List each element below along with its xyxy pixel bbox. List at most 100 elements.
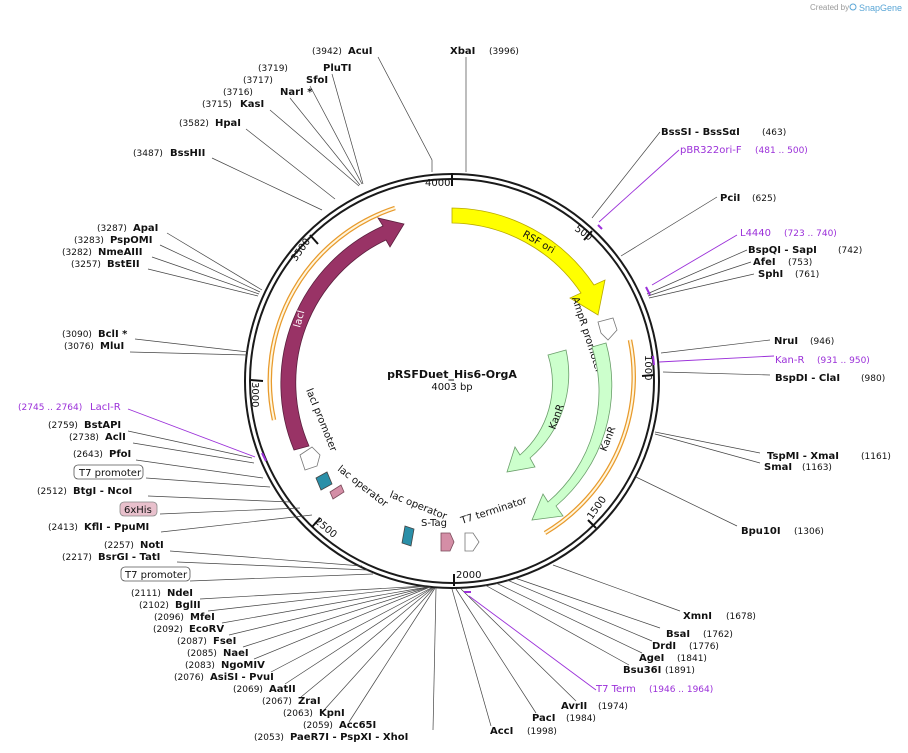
enzyme-name[interactable]: PaeR7I - PspXI - XhoI [290, 732, 408, 743]
enzyme-pos: (2067) [262, 697, 292, 707]
enzyme-name[interactable]: BspDI - ClaI [775, 373, 840, 384]
enzyme-pos: (3257) [71, 260, 101, 270]
enzyme-name[interactable]: NotI [140, 540, 164, 551]
enzyme-name[interactable]: NmeAIII [98, 247, 142, 258]
enzyme-name[interactable]: AcuI [348, 46, 373, 57]
enzyme-name[interactable]: PfoI [109, 449, 131, 460]
rsf-ori-feature[interactable] [451, 207, 606, 316]
t7-promoter-box-2[interactable] [120, 566, 191, 582]
laci-promoter-label: lacI promoter [303, 387, 339, 454]
enzyme-pos: (1163) [802, 463, 832, 473]
snapgene-brand: SnapGene [859, 3, 902, 13]
enzyme-name[interactable]: Bpu10I [741, 526, 781, 537]
t7-promoter-box-1[interactable] [73, 464, 144, 480]
enzyme-name[interactable]: XmnI [683, 611, 712, 622]
primer-pos: (2745 .. 2764) [18, 403, 82, 413]
enzyme-name[interactable]: AclI [105, 432, 126, 443]
enzyme-name[interactable]: NgoMIV [221, 660, 265, 671]
enzyme-name[interactable]: BtgI - NcoI [73, 486, 132, 497]
his6-box[interactable] [119, 501, 158, 517]
enzyme-pos: (1998) [527, 727, 557, 737]
enzyme-name[interactable]: XbaI [450, 46, 475, 57]
primer-name[interactable]: L4440 [740, 228, 771, 239]
primer-name[interactable]: LacI-R [90, 402, 121, 413]
s-tag-feature[interactable] [440, 532, 455, 552]
primer-pos: (723 .. 740) [784, 229, 837, 239]
enzyme-pos: (1776) [689, 642, 719, 652]
enzyme-name[interactable]: AsiSI - PvuI [210, 672, 274, 683]
enzyme-name[interactable]: PluTI [323, 63, 351, 74]
enzyme-name[interactable]: AatII [269, 684, 296, 695]
enzyme-name[interactable]: BglII [175, 600, 201, 611]
kanr-outer-feature[interactable] [531, 342, 613, 521]
primer-name[interactable]: pBR322ori-F [680, 145, 742, 156]
enzyme-name[interactable]: SfoI [306, 75, 328, 86]
enzyme-pos: (2069) [233, 685, 263, 695]
enzyme-pos: (2092) [153, 625, 183, 635]
enzyme-name[interactable]: AfeI [753, 257, 776, 268]
his-tag-feature[interactable] [329, 484, 345, 500]
enzyme-name[interactable]: ZraI [298, 696, 321, 707]
enzyme-name[interactable]: MfeI [190, 612, 215, 623]
enzyme-pos: (742) [838, 246, 862, 256]
kanr-inner-feature[interactable] [506, 349, 570, 473]
laci-feature[interactable] [280, 217, 405, 451]
enzyme-name[interactable]: NdeI [167, 588, 193, 599]
primer-pos: (1946 .. 1964) [649, 685, 713, 695]
enzyme-name[interactable]: TspMI - XmaI [767, 451, 839, 462]
lac-operator-feature-1[interactable] [315, 471, 333, 491]
enzyme-name[interactable]: AgeI [639, 653, 664, 664]
enzyme-name[interactable]: KflI - PpuMI [84, 522, 149, 533]
enzyme-name[interactable]: KpnI [319, 708, 345, 719]
enzyme-name[interactable]: HpaI [215, 118, 241, 129]
enzyme-name[interactable]: ApaI [133, 223, 158, 234]
enzyme-name[interactable]: EcoRV [189, 624, 224, 635]
enzyme-name[interactable]: NruI [774, 336, 798, 347]
enzyme-pos: (1306) [794, 527, 824, 537]
enzyme-name[interactable]: Acc65I [339, 720, 376, 731]
enzyme-name[interactable]: PciI [720, 193, 740, 204]
enzyme-name[interactable]: DrdI [652, 641, 676, 652]
enzyme-name[interactable]: BsaI [666, 629, 690, 640]
enzyme-name[interactable]: SmaI [764, 462, 792, 473]
enzyme-name[interactable]: BsrGI - TatI [98, 552, 160, 563]
enzyme-pos: (2759) [48, 421, 78, 431]
laci-promoter-feature[interactable] [299, 446, 321, 471]
enzyme-name[interactable]: AccI [490, 726, 513, 737]
lac-operator-feature-2[interactable] [401, 525, 415, 547]
enzyme-name[interactable]: FseI [213, 636, 236, 647]
enzyme-pos: (3287) [97, 224, 127, 234]
enzyme-name[interactable]: BstEII [107, 259, 140, 270]
enzyme-name[interactable]: PspOMI [110, 235, 152, 246]
enzyme-name[interactable]: Bsu36I [623, 665, 661, 676]
enzyme-pos: (1974) [598, 702, 628, 712]
enzyme-pos: (1841) [677, 654, 707, 664]
enzyme-pos: (2059) [303, 721, 333, 731]
enzyme-name[interactable]: NaeI [223, 648, 249, 659]
enzyme-name[interactable]: BssHII [170, 148, 205, 159]
enzyme-name[interactable]: BssSI - BssSαI [661, 127, 740, 138]
enzyme-name[interactable]: MluI [100, 341, 124, 352]
t7-terminator-feature[interactable] [464, 532, 480, 552]
enzyme-pos: (2111) [131, 589, 161, 599]
enzyme-pos: (1678) [726, 612, 756, 622]
primer-name[interactable]: T7 Term [595, 684, 636, 695]
enzyme-pos: (625) [752, 194, 776, 204]
enzyme-pos: (3090) [62, 330, 92, 340]
enzyme-name[interactable]: BclI * [98, 329, 128, 340]
enzyme-name[interactable]: NarI * [280, 87, 313, 98]
enzyme-pos: (2096) [154, 613, 184, 623]
enzyme-name[interactable]: BspQI - SapI [748, 245, 817, 256]
enzyme-name[interactable]: SphI [758, 269, 783, 280]
primer-name[interactable]: Kan-R [775, 355, 804, 366]
enzyme-name[interactable]: KasI [240, 99, 264, 110]
enzyme-name[interactable]: AvrII [561, 701, 587, 712]
enzyme-pos: (2083) [185, 661, 215, 671]
enzyme-name[interactable]: BstAPI [84, 420, 121, 431]
enzyme-pos: (3487) [133, 149, 163, 159]
plasmid-name: pRSFDuet_His6-OrgA [387, 368, 517, 381]
enzyme-name[interactable]: PacI [532, 713, 555, 724]
ampr-promoter-feature[interactable] [597, 317, 618, 341]
enzyme-pos: (2643) [73, 450, 103, 460]
